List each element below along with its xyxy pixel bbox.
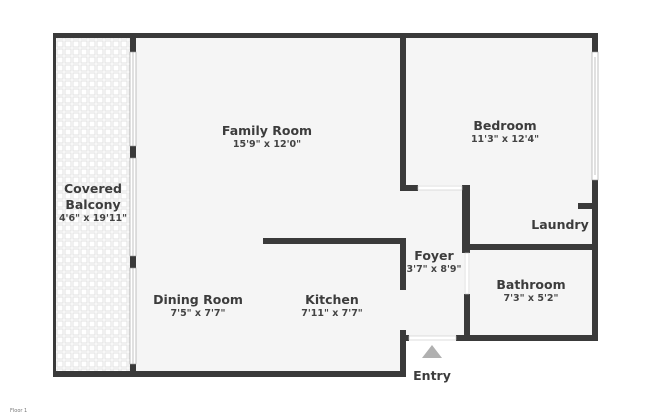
room-dimensions: 11'3" x 12'4" — [470, 134, 540, 145]
wall-bottom — [53, 371, 406, 377]
wall-foyer-right-top — [462, 185, 470, 253]
room-label-kitchen: Kitchen 7'11" x 7'7" — [301, 292, 363, 320]
floor-areas — [56, 38, 592, 371]
door-bathroom[interactable] — [464, 252, 470, 295]
room-name: Family Room — [221, 123, 313, 138]
room-label-dining-room: Dining Room 7'5" x 7'7" — [153, 292, 243, 320]
wall-balcony-inner-2 — [130, 146, 136, 158]
room-name: Bedroom — [473, 118, 537, 133]
entry-arrow-icon — [422, 345, 442, 358]
windows — [129, 51, 599, 365]
room-dimensions: 7'5" x 7'7" — [170, 308, 226, 319]
room-label-family-room: Family Room 15'9" x 12'0" — [222, 123, 312, 151]
entry-label: Entry — [413, 368, 451, 383]
walls — [53, 33, 598, 377]
room-label-bedroom: Bedroom 11'3" x 12'4" — [471, 118, 539, 146]
bedroom-floor — [406, 38, 592, 185]
main-floor — [136, 38, 400, 371]
room-dimensions: 4'6" x 19'11" — [58, 213, 128, 224]
door-bedroom[interactable] — [417, 185, 463, 191]
wall-foyer-left-bottom — [400, 330, 406, 377]
wall-bedroom-left — [400, 33, 406, 191]
wall-kitchen-right — [400, 238, 406, 290]
wall-bathroom-left — [464, 294, 470, 341]
laundry-floor — [470, 185, 592, 244]
wall-bedroom-bottom-left — [400, 185, 418, 191]
room-dimensions: 7'3" x 5'2" — [503, 293, 559, 304]
foyer-floor — [400, 190, 464, 337]
room-name-line2: Balcony — [65, 197, 121, 212]
bathroom-floor — [470, 250, 592, 335]
wall-balcony-inner-1 — [130, 33, 136, 52]
doors — [408, 185, 470, 341]
room-dimensions: 7'11" x 7'7" — [301, 308, 363, 319]
room-label-bathroom: Bathroom 7'3" x 5'2" — [496, 277, 565, 305]
room-label-covered-balcony: Covered Balcony 4'6" x 19'11" — [59, 181, 127, 225]
wall-laundry-stub — [578, 203, 592, 209]
door-entry[interactable] — [408, 335, 457, 341]
room-label-foyer: Foyer 3'7" x 8'9" — [407, 248, 462, 276]
wall-entry-jamb — [406, 335, 409, 341]
wall-right-top — [592, 33, 598, 52]
floor-label: Floor 1 — [10, 408, 28, 414]
balcony-floor — [56, 38, 131, 371]
room-dimensions: 15'9" x 12'0" — [232, 139, 302, 150]
room-name: Kitchen — [305, 292, 359, 307]
room-dimensions: 3'7" x 8'9" — [406, 264, 462, 275]
room-name: Dining Room — [153, 292, 243, 307]
room-name-line1: Covered — [64, 181, 122, 196]
room-name: Foyer — [414, 248, 454, 263]
wall-right-bottom — [592, 180, 598, 341]
wall-laundry-bottom — [462, 244, 598, 250]
wall-kitchen-top — [263, 238, 406, 244]
room-name: Laundry — [531, 217, 589, 232]
wall-balcony-inner-3 — [130, 256, 136, 268]
room-label-laundry: Laundry — [531, 217, 588, 233]
wall-bathroom-bottom — [456, 335, 598, 341]
room-name: Bathroom — [496, 277, 566, 292]
wall-balcony-left — [53, 33, 56, 377]
wall-balcony-inner-4 — [130, 364, 136, 377]
wall-top — [53, 33, 598, 38]
